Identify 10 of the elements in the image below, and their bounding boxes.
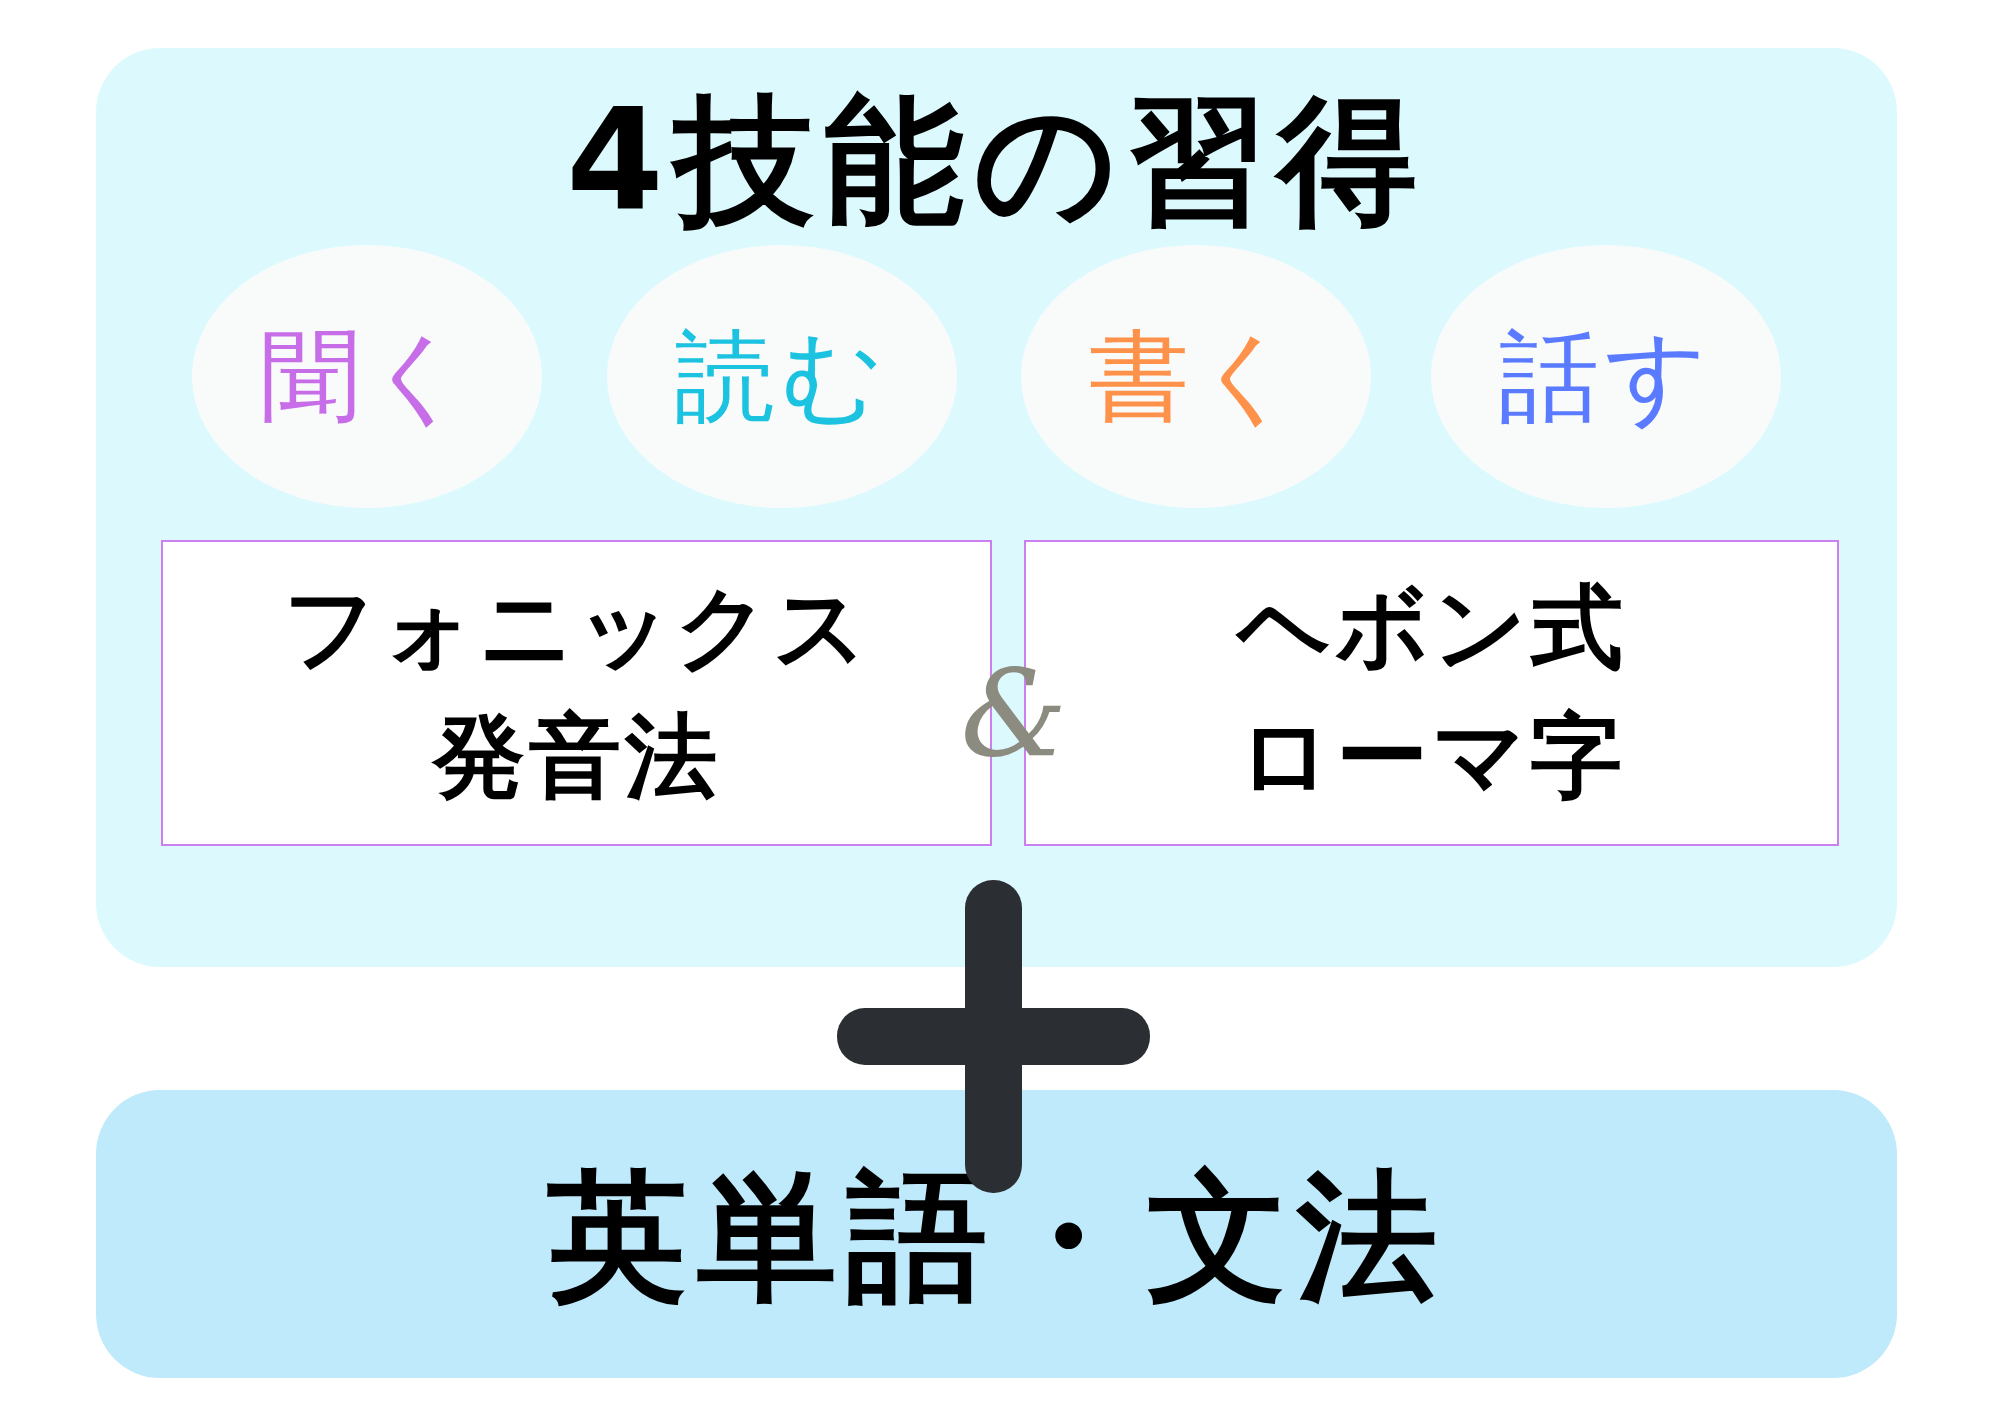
skill-label: 聞く [260,321,474,432]
skill-label: 書く [1089,321,1303,432]
skill-label: 読む [675,321,889,432]
panel-title: 英単語・文法 [546,1160,1447,1314]
panel-title: 4技能の習得 [566,84,1427,238]
method-label: フォニックス発音法 [281,573,872,812]
method-label: ヘボン式ローマ字 [1234,573,1628,812]
skills-panel [96,48,1897,967]
grammar-panel [96,1090,1897,1378]
skill-label: 話す [1499,321,1713,432]
